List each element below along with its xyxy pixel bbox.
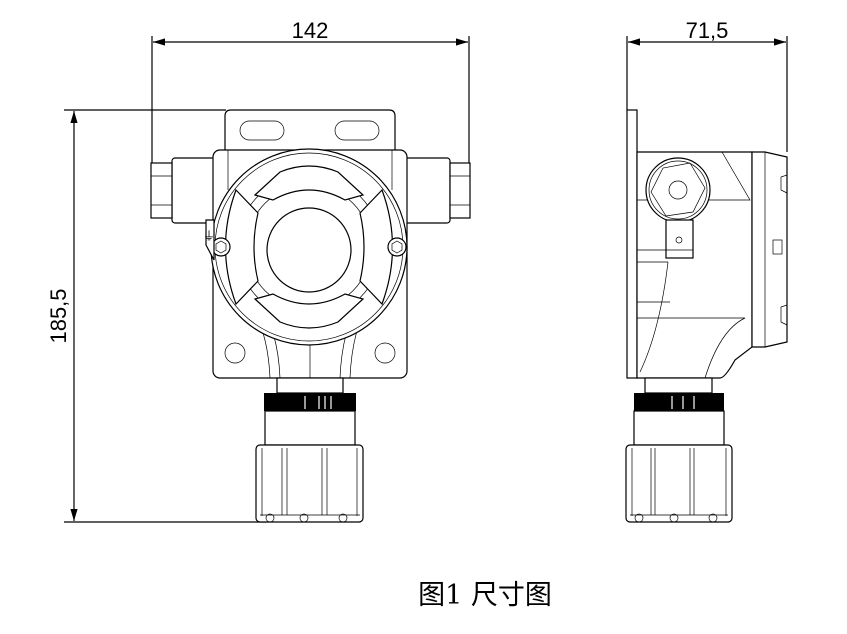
hex-bolt (387, 237, 407, 257)
height-label: 185,5 (46, 288, 71, 343)
mounting-slot (239, 120, 285, 141)
grip-band (634, 393, 724, 411)
side-view (625, 109, 788, 523)
sensor-cap (255, 444, 364, 523)
dimension-height: 185,5 (46, 109, 266, 523)
width-label: 142 (292, 18, 329, 43)
ground-tab (665, 219, 694, 259)
mounting-hole (374, 342, 396, 364)
cover-window (266, 207, 352, 293)
sensor-neck (633, 377, 725, 446)
sensor-neck (264, 377, 356, 446)
sensor-cap (625, 444, 733, 523)
mounting-slot (334, 120, 380, 141)
ground-symbol-icon: ⏚ (203, 229, 215, 243)
grip-band (264, 393, 356, 411)
figure-caption: 图1 尺寸图 (418, 580, 552, 611)
dimension-width: 142 (151, 18, 470, 164)
depth-label: 71,5 (686, 18, 729, 43)
mounting-hole (224, 342, 246, 364)
mounting-bracket (224, 109, 396, 150)
front-view: ⏚ (150, 109, 471, 523)
mounting-flange (626, 109, 638, 379)
dimension-depth: 71,5 (626, 18, 788, 152)
ground-tab: ⏚ (203, 219, 215, 261)
conduit-hex-nut (645, 157, 711, 223)
front-cover (210, 148, 408, 346)
rear-cover (751, 151, 788, 348)
